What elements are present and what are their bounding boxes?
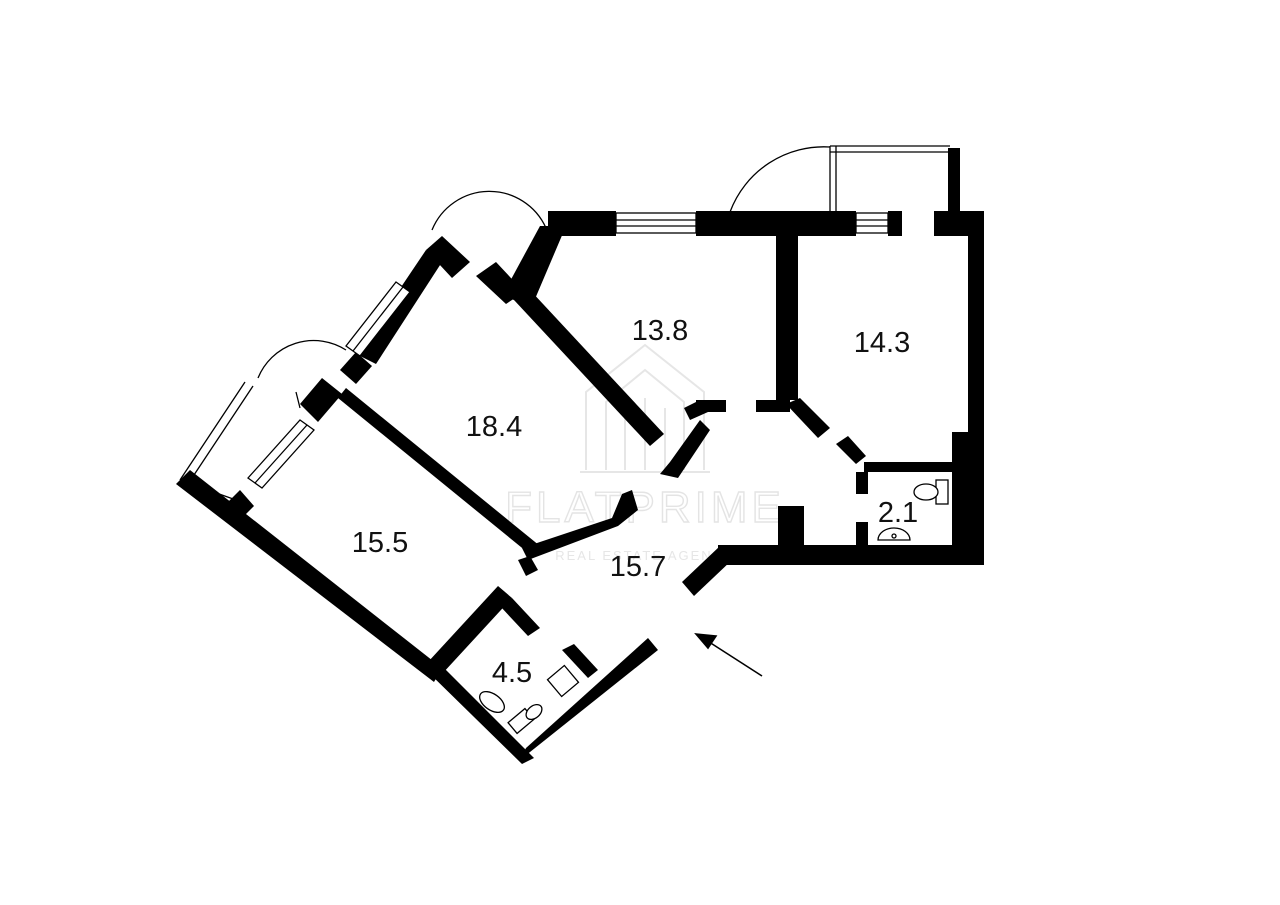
toilet-icon bbox=[507, 703, 543, 735]
sink-icon bbox=[877, 527, 911, 541]
watermark-logo-icon bbox=[580, 343, 710, 473]
room-area-label: 13.8 bbox=[632, 315, 688, 347]
window-icon bbox=[855, 212, 889, 234]
door-swing-icon bbox=[729, 146, 831, 213]
watermark: FLATPRIME REAL ESTATE AGENCY bbox=[504, 343, 785, 563]
sink-icon bbox=[478, 690, 506, 714]
room-area-label: 15.7 bbox=[610, 551, 666, 583]
window-icon bbox=[247, 419, 315, 489]
entrance-arrow-icon bbox=[694, 633, 763, 677]
walls bbox=[176, 211, 984, 764]
sink-icon bbox=[546, 664, 580, 698]
toilet-icon bbox=[913, 479, 949, 505]
window-icon bbox=[345, 281, 411, 357]
watermark-brand: FLATPRIME bbox=[505, 483, 785, 532]
room-labels: 13.8 14.3 18.4 15.5 15.7 2.1 4.5 bbox=[352, 315, 918, 689]
watermark-tagline: REAL ESTATE AGENCY bbox=[555, 548, 735, 563]
room-area-label: 4.5 bbox=[492, 657, 532, 689]
room-area-label: 14.3 bbox=[854, 327, 910, 359]
room-area-label: 18.4 bbox=[466, 411, 522, 443]
room-area-label: 15.5 bbox=[352, 527, 408, 559]
window-icon bbox=[615, 212, 697, 234]
door-swing-icon bbox=[431, 190, 547, 231]
room-area-label: 2.1 bbox=[878, 497, 918, 529]
balcony-right bbox=[829, 145, 960, 214]
